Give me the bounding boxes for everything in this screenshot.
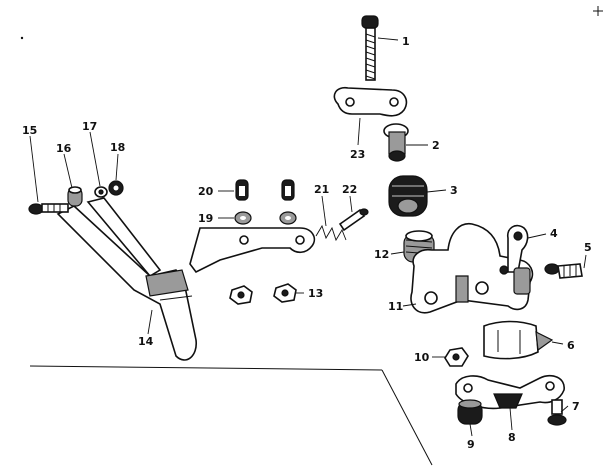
callout-18: 18 [110, 141, 125, 154]
callout-10: 10 [414, 351, 430, 364]
part-mount-bracket [189, 227, 316, 274]
callout-2: 2 [432, 139, 440, 152]
callout-14: 14 [138, 335, 154, 348]
part-5-screw [544, 263, 583, 279]
leader-lines [29, 37, 587, 437]
part-7-screw [547, 399, 567, 426]
part-23-link-plate [333, 86, 408, 117]
callout-17: 17 [82, 120, 97, 133]
part-2-pin [383, 123, 409, 162]
callout-11: 11 [388, 300, 403, 313]
part-6-clamp-shell [483, 320, 554, 360]
callout-19: 19 [198, 212, 213, 225]
callout-13: 13 [308, 287, 323, 300]
part-9-bushing [457, 399, 483, 425]
callout-21: 21 [314, 183, 329, 196]
callout-15: 15 [22, 124, 37, 137]
part-17-washer [94, 186, 108, 198]
callout-3: 3 [450, 184, 458, 197]
callout-23: 23 [350, 148, 365, 161]
part-16-sleeve [67, 186, 83, 207]
part-21-spring [315, 224, 347, 242]
callout-4: 4 [550, 227, 558, 240]
callout-16: 16 [56, 142, 72, 155]
part-15-bolt [28, 203, 69, 215]
part-18-nut [108, 180, 124, 196]
part-13-nuts [229, 283, 297, 305]
callout-1: 1 [402, 35, 410, 48]
registration-marks [20, 6, 603, 40]
callout-6: 6 [567, 339, 575, 352]
base-guide-lines [29, 365, 433, 466]
callout-12: 12 [374, 248, 389, 261]
part-1-bolt [361, 15, 379, 81]
part-10-nut [444, 347, 469, 367]
callout-9: 9 [467, 438, 475, 451]
part-3-roller [388, 175, 428, 217]
part-8-lower-plate [455, 374, 565, 410]
part-19-washers [234, 211, 297, 225]
callout-5: 5 [584, 241, 592, 254]
part-22-screw [338, 208, 369, 232]
callout-20: 20 [198, 185, 214, 198]
part-14-treadle-lever [56, 197, 197, 361]
callout-7: 7 [572, 400, 580, 413]
callout-labels: 1 2 3 4 5 6 7 8 9 10 11 12 13 14 15 16 1… [22, 35, 592, 451]
callout-8: 8 [508, 431, 516, 444]
callout-22: 22 [342, 183, 357, 196]
part-20-studs [235, 179, 295, 201]
part-4-lever [506, 224, 531, 295]
